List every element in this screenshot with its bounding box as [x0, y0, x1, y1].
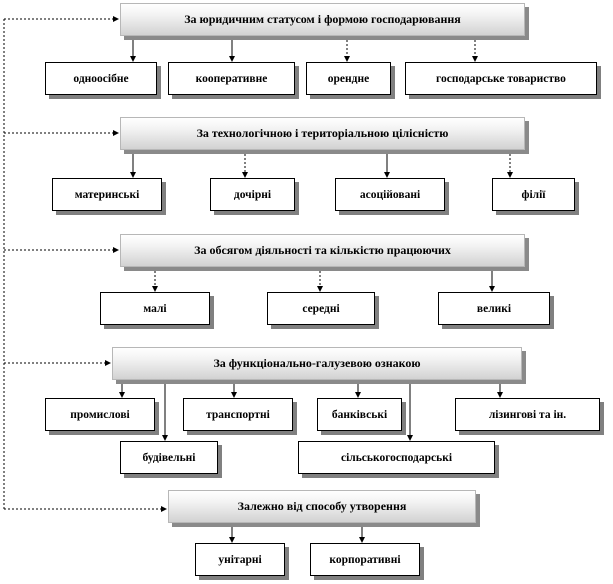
- item-agricultural: сільськогосподарські: [298, 441, 495, 474]
- item-associated: асоційовані: [335, 178, 445, 211]
- item-cooperative: кооперативне: [168, 62, 295, 95]
- item-banking: банківські: [317, 398, 402, 431]
- item-corporate: корпоративні: [310, 543, 420, 576]
- item-unitary: унітарні: [195, 543, 285, 576]
- item-parent: материнські: [52, 178, 162, 211]
- item-sole-proprietorship: одноосібне: [45, 62, 157, 95]
- group-header-legal-status: За юридичним статусом і формою господарю…: [120, 3, 525, 36]
- group-header-formation-method: Залежно від способу утворення: [168, 490, 476, 523]
- item-business-partnership: господарське товариство: [405, 62, 597, 95]
- group-header-size: За обсягом діяльності та кількістю працю…: [120, 234, 525, 267]
- item-construction: будівельні: [120, 441, 218, 474]
- item-leasing: лізингові та ін.: [455, 398, 600, 431]
- item-transport: транспортні: [183, 398, 293, 431]
- item-medium: середні: [267, 292, 375, 325]
- item-industrial: промислові: [45, 398, 155, 431]
- item-subsidiary: дочірні: [210, 178, 295, 211]
- item-large: великі: [438, 292, 550, 325]
- group-header-functional-sector: За функціонально-галузевою ознакою: [112, 347, 522, 380]
- group-header-tech-territorial: За технологічною і територіальною цілісн…: [120, 117, 525, 150]
- item-lease: орендне: [306, 62, 391, 95]
- item-small: малі: [100, 292, 210, 325]
- item-branches: філії: [492, 178, 575, 211]
